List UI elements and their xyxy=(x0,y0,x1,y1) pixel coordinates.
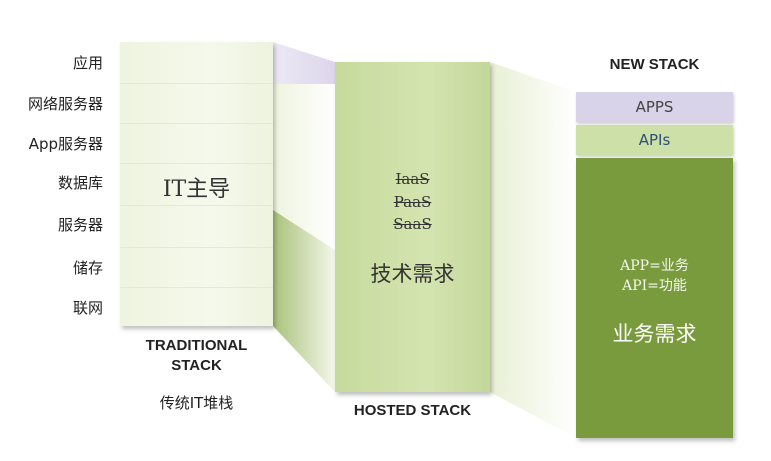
hosted-stack-title: HOSTED STACK xyxy=(353,402,472,419)
layer-label-app-server: App服务器 xyxy=(28,135,103,153)
layer-divider xyxy=(120,163,273,164)
layer-label-server: 服务器 xyxy=(57,216,103,234)
hosted-stack-column: IaaS PaaS SaaS 技术需求 xyxy=(335,62,490,392)
new-stack-main-text: 业务需求 xyxy=(612,322,697,346)
apis-bar: APIs xyxy=(576,125,733,155)
connector-dark xyxy=(273,210,335,392)
layer-label-database: 数据库 xyxy=(57,174,103,192)
service-paas: PaaS xyxy=(393,193,432,211)
traditional-main-text: IT主导 xyxy=(162,177,231,202)
apps-bar: APPS xyxy=(576,92,733,122)
service-saas: SaaS xyxy=(393,215,432,233)
traditional-stack-title: TRADITIONAL STACK xyxy=(120,336,273,376)
layer-divider xyxy=(120,247,273,248)
connector-apps-band xyxy=(273,42,335,84)
layer-divider xyxy=(120,287,273,288)
layer-label-web-server: 网络服务器 xyxy=(27,95,103,113)
new-stack-column: APP=业务 API=功能 业务需求 xyxy=(576,158,733,438)
traditional-stack-subtitle: 传统IT堆栈 xyxy=(159,394,234,412)
connector-hosted-new xyxy=(490,62,576,438)
layer-label-network: 联网 xyxy=(72,299,103,317)
definition-api: API=功能 xyxy=(622,278,687,294)
traditional-title-line1: TRADITIONAL xyxy=(145,337,248,354)
service-iaas: IaaS xyxy=(395,170,430,188)
hosted-main-text: 技术需求 xyxy=(370,262,455,286)
connector-light xyxy=(273,84,335,250)
layer-divider xyxy=(120,205,273,206)
traditional-stack-column: IT主导 xyxy=(120,42,273,326)
layer-divider xyxy=(120,123,273,124)
layer-label-app: 应用 xyxy=(72,54,103,72)
new-stack-title: NEW STACK xyxy=(609,56,700,73)
layer-divider xyxy=(120,83,273,84)
traditional-title-line2: STACK xyxy=(171,357,222,374)
definition-app: APP=业务 xyxy=(620,258,689,274)
layer-label-storage: 储存 xyxy=(72,259,103,277)
